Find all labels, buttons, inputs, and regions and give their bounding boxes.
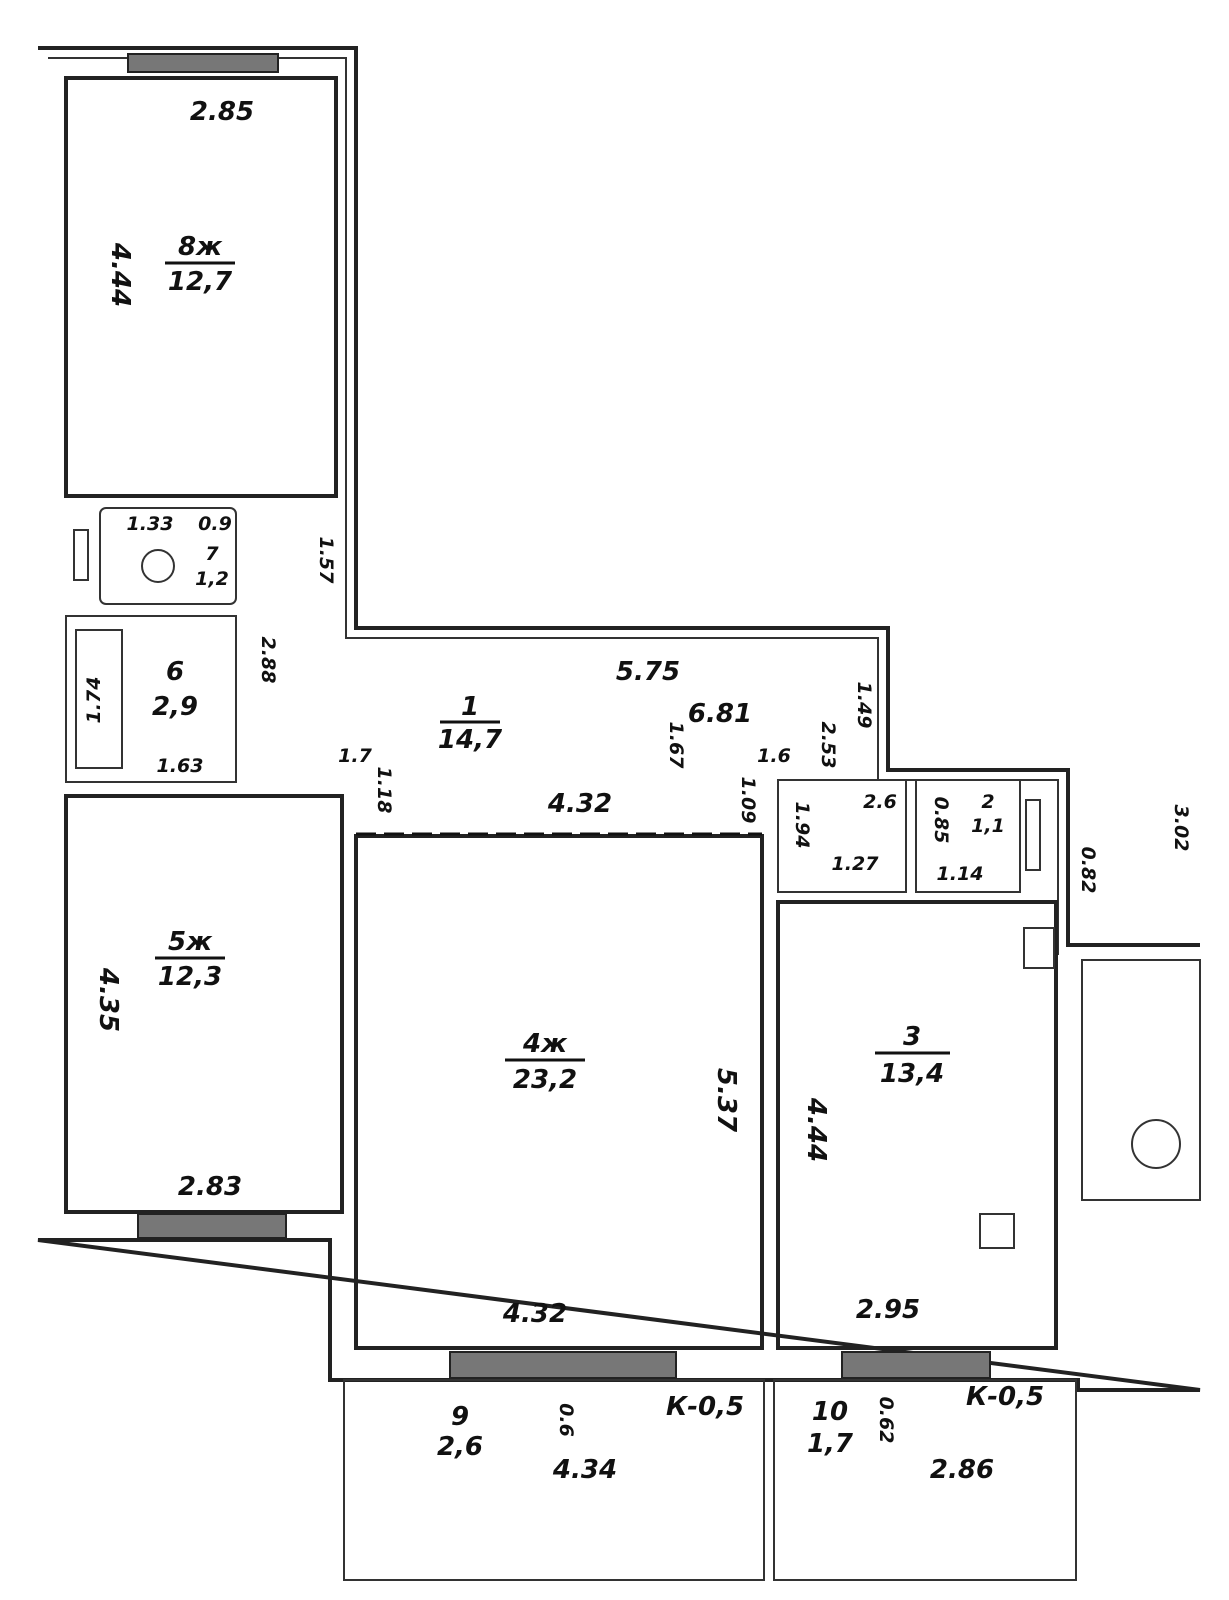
room-number: 3 bbox=[903, 1022, 921, 1052]
dimension: 5.37 bbox=[711, 1068, 741, 1133]
dimension: 1.49 bbox=[853, 682, 875, 729]
room-number: 7 bbox=[205, 543, 219, 565]
window bbox=[841, 1351, 991, 1379]
dimension: 0.62 bbox=[875, 1397, 897, 1444]
dimension: 4.44 bbox=[105, 242, 135, 307]
inner-wall-outline bbox=[48, 57, 1059, 955]
dimension: 1.67 bbox=[665, 722, 687, 770]
dimension: 0.6 bbox=[555, 1403, 577, 1437]
room-number: 9 bbox=[451, 1402, 469, 1432]
dimension: 2.6 bbox=[863, 791, 897, 813]
dimension: 1.18 bbox=[373, 767, 395, 814]
closet bbox=[915, 779, 1021, 893]
dimension: 2.85 bbox=[190, 97, 254, 127]
dimension: 0.85 bbox=[930, 797, 952, 844]
dimension: 4.32 bbox=[502, 1299, 567, 1329]
dimension: 4.34 bbox=[552, 1455, 617, 1485]
room-area: 2,6 bbox=[437, 1432, 483, 1462]
room-area: 14,7 bbox=[438, 725, 503, 755]
room-8 bbox=[64, 76, 338, 498]
window bbox=[137, 1213, 287, 1239]
toilet-icon bbox=[141, 549, 175, 583]
dimension: 1.7 bbox=[338, 745, 372, 767]
dimension: 1.57 bbox=[315, 537, 337, 585]
room-area: 23,2 bbox=[513, 1065, 577, 1095]
room-area: 12,3 bbox=[158, 962, 222, 992]
balcony-9 bbox=[343, 1379, 765, 1581]
bathtub-icon bbox=[75, 629, 123, 769]
dimension: 1.09 bbox=[737, 777, 759, 824]
dimension: 1.14 bbox=[937, 863, 984, 885]
vent bbox=[73, 529, 89, 581]
room-area: 1,1 bbox=[971, 815, 1005, 837]
room-number: 6 bbox=[166, 657, 184, 687]
dimension: 6.81 bbox=[688, 699, 752, 729]
room-area: 13,4 bbox=[880, 1059, 944, 1089]
room-number: 4ж bbox=[522, 1029, 568, 1059]
window bbox=[449, 1351, 677, 1379]
hall-nook bbox=[777, 779, 907, 893]
room-area: 2,9 bbox=[152, 692, 198, 722]
loggia bbox=[1081, 959, 1201, 1201]
room-area: 1,2 bbox=[195, 568, 229, 590]
chimney-icon bbox=[1023, 927, 1055, 969]
vent bbox=[1025, 799, 1041, 871]
room-number: 10 bbox=[812, 1397, 848, 1427]
dimension: 2.88 bbox=[257, 637, 279, 684]
dimension: 4.44 bbox=[801, 1097, 831, 1162]
dimension: 1.63 bbox=[157, 755, 204, 777]
dimension: 1.27 bbox=[832, 853, 880, 875]
round-fixture-icon bbox=[1131, 1119, 1181, 1169]
dimension: 2.83 bbox=[178, 1172, 242, 1202]
stove-icon bbox=[979, 1213, 1015, 1249]
coefficient-label: К-0,5 bbox=[966, 1382, 1044, 1412]
outer-wall bbox=[37, 46, 1201, 1392]
bathroom bbox=[65, 615, 237, 783]
kitchen bbox=[776, 900, 1058, 1350]
dimension: 1.74 bbox=[83, 677, 105, 724]
room-area: 1,7 bbox=[807, 1429, 854, 1459]
wc bbox=[99, 507, 237, 605]
dimension: 1.33 bbox=[127, 513, 174, 535]
coefficient-label: К-0,5 bbox=[666, 1392, 744, 1422]
room-number: 8ж bbox=[178, 232, 223, 262]
dimension: 3.02 bbox=[1170, 805, 1192, 852]
room-number: 1 bbox=[461, 692, 479, 722]
window bbox=[127, 53, 279, 73]
balcony-10 bbox=[773, 1379, 1077, 1581]
room-4 bbox=[354, 834, 764, 1350]
dimension: 0.82 bbox=[1077, 847, 1099, 894]
dimension: 0.9 bbox=[198, 513, 232, 535]
dimension: 4.35 bbox=[93, 967, 123, 1032]
dimension: 2.86 bbox=[930, 1455, 994, 1485]
room-area: 12,7 bbox=[168, 267, 233, 297]
dimension: 1.94 bbox=[791, 802, 813, 849]
dimension: 5.75 bbox=[616, 657, 680, 687]
dimension: 2.53 bbox=[817, 722, 839, 769]
room-number: 5ж bbox=[168, 927, 213, 957]
dimension: 1.6 bbox=[757, 745, 791, 767]
room-5 bbox=[64, 794, 344, 1214]
room-number: 2 bbox=[981, 791, 994, 813]
dimension: 4.32 bbox=[547, 789, 612, 819]
dimension: 2.95 bbox=[856, 1295, 920, 1325]
